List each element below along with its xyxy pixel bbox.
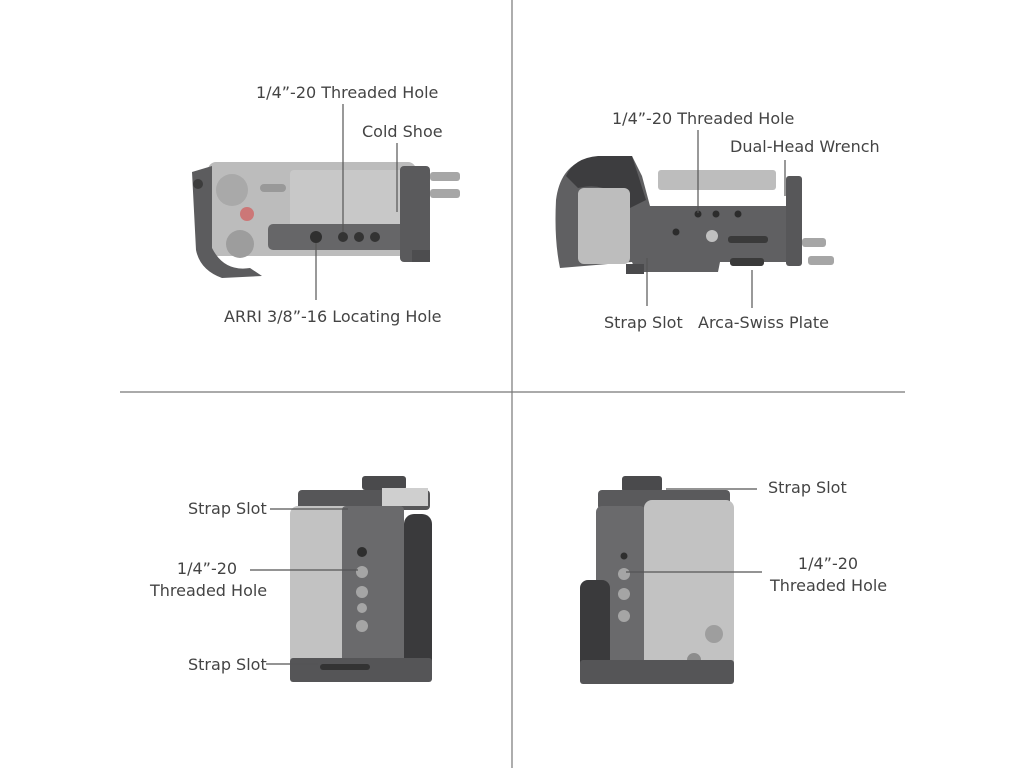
rear-arca-plate-label: Arca-Swiss Plate: [698, 313, 830, 332]
right-threaded-hole-line1: 1/4”-20: [797, 554, 859, 573]
top-cold-shoe-label: Cold Shoe: [362, 122, 443, 141]
right-threaded-hole-label: 1/4”-20 Threaded Hole: [770, 554, 888, 596]
top-view-rig: [192, 162, 460, 278]
right-strap-slot-label: Strap Slot: [768, 478, 847, 497]
left-strap-slot-bottom-label: Strap Slot: [188, 655, 267, 674]
left-threaded-hole-line1: 1/4”-20: [176, 559, 238, 578]
left-threaded-hole-label: 1/4”-20 Threaded Hole: [150, 559, 268, 601]
top-threaded-hole-label: 1/4”-20 Threaded Hole: [256, 83, 439, 102]
right-view-rig: [580, 476, 734, 684]
rear-threaded-hole-label: 1/4”-20 Threaded Hole: [612, 109, 795, 128]
top-arri-hole-label: ARRI 3/8”-16 Locating Hole: [224, 307, 442, 326]
rear-view-rig: [555, 156, 834, 274]
left-threaded-hole-line2: Threaded Hole: [150, 581, 268, 600]
rear-strap-slot-label: Strap Slot: [604, 313, 683, 332]
rear-wrench-label: Dual-Head Wrench: [730, 137, 880, 156]
left-strap-slot-top-label: Strap Slot: [188, 499, 267, 518]
left-view-rig: [290, 476, 432, 682]
right-threaded-hole-line2: Threaded Hole: [770, 576, 888, 595]
